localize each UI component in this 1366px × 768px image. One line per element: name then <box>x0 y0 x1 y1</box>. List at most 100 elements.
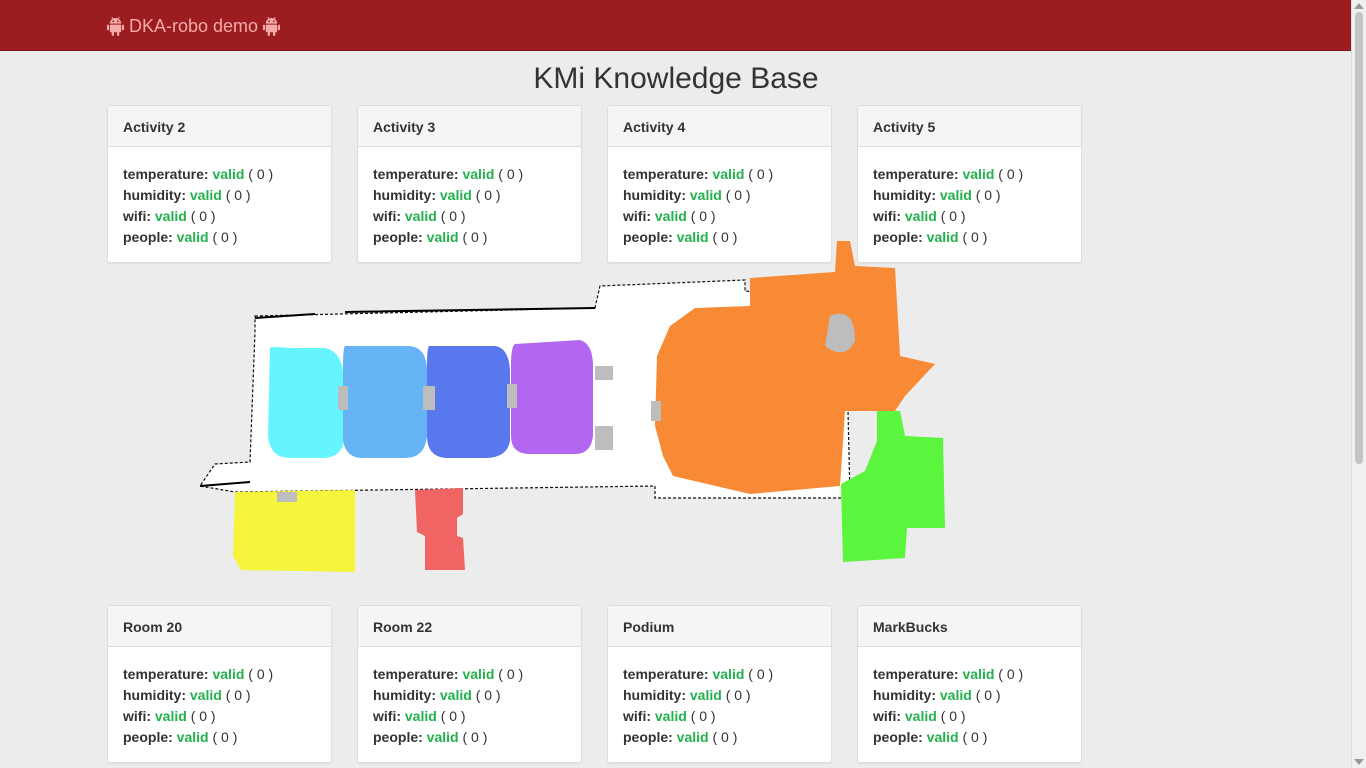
sensor-status: valid <box>404 708 437 724</box>
sensor-row: temperature: valid ( 0 ) <box>623 664 816 685</box>
sensor-row: humidity: valid ( 0 ) <box>623 685 816 706</box>
sensor-row: temperature: valid ( 0 ) <box>373 164 566 185</box>
map-room-activity-4[interactable] <box>427 346 510 458</box>
sensor-status: valid <box>462 666 495 682</box>
sensor-row: humidity: valid ( 0 ) <box>123 685 316 706</box>
map-room-activity-5[interactable] <box>511 340 593 454</box>
sensor-label: wifi: <box>623 708 651 724</box>
sensor-row: temperature: valid ( 0 ) <box>623 164 816 185</box>
sensor-label: people: <box>873 729 923 745</box>
sensor-count: ( 0 ) <box>462 729 488 745</box>
sensor-row: humidity: valid ( 0 ) <box>373 185 566 206</box>
map-room-activity-2[interactable] <box>268 347 345 458</box>
sensor-status: valid <box>426 729 459 745</box>
sensor-label: temperature: <box>623 166 709 182</box>
sensor-status: valid <box>654 708 687 724</box>
page-title: KMi Knowledge Base <box>533 62 819 95</box>
card-body: temperature: valid ( 0 )humidity: valid … <box>608 647 831 748</box>
sensor-row: temperature: valid ( 0 ) <box>123 664 316 685</box>
map-room-markbucks[interactable] <box>841 411 945 562</box>
sensor-count: ( 0 ) <box>498 666 524 682</box>
sensor-count: ( 0 ) <box>690 208 716 224</box>
card-body: temperature: valid ( 0 )humidity: valid … <box>358 147 581 248</box>
map-room-22[interactable] <box>415 488 465 570</box>
sensor-label: people: <box>123 229 173 245</box>
sensor-label: wifi: <box>123 208 151 224</box>
sensor-status: valid <box>189 187 222 203</box>
sensor-count: ( 0 ) <box>998 666 1024 682</box>
sensor-row: humidity: valid ( 0 ) <box>873 185 1066 206</box>
android-icon <box>106 16 125 36</box>
brand-link[interactable]: DKA-robo demo <box>106 16 281 37</box>
sensor-row: wifi: valid ( 0 ) <box>873 706 1066 727</box>
card-body: temperature: valid ( 0 )humidity: valid … <box>108 147 331 248</box>
sensor-status: valid <box>926 229 959 245</box>
card-body: temperature: valid ( 0 )humidity: valid … <box>108 647 331 748</box>
map-room-podium[interactable] <box>655 241 935 494</box>
sensor-label: wifi: <box>373 208 401 224</box>
card-title: Room 20 <box>108 606 331 647</box>
sensor-row: wifi: valid ( 0 ) <box>623 206 816 227</box>
sensor-status: valid <box>676 229 709 245</box>
scroll-down-icon[interactable] <box>1354 759 1364 765</box>
sensor-label: temperature: <box>873 666 959 682</box>
sensor-label: humidity: <box>873 187 936 203</box>
sensor-status: valid <box>212 666 245 682</box>
sensor-status: valid <box>926 729 959 745</box>
map-room-20[interactable] <box>233 490 355 572</box>
sensor-count: ( 0 ) <box>248 666 274 682</box>
sensor-row: people: valid ( 0 ) <box>623 227 816 248</box>
sensor-count: ( 0 ) <box>962 729 988 745</box>
sensor-label: humidity: <box>623 687 686 703</box>
sensor-row: temperature: valid ( 0 ) <box>873 664 1066 685</box>
sensor-label: humidity: <box>123 187 186 203</box>
sensor-status: valid <box>904 208 937 224</box>
sensor-status: valid <box>689 187 722 203</box>
sensor-label: wifi: <box>373 708 401 724</box>
card-title: Room 22 <box>358 606 581 647</box>
sensor-status: valid <box>654 208 687 224</box>
sensor-row: wifi: valid ( 0 ) <box>873 206 1066 227</box>
sensor-status: valid <box>939 187 972 203</box>
sensor-status: valid <box>154 208 187 224</box>
map-room-activity-3[interactable] <box>343 346 427 458</box>
sensor-row: people: valid ( 0 ) <box>373 227 566 248</box>
card-body: temperature: valid ( 0 )humidity: valid … <box>608 147 831 248</box>
sensor-row: humidity: valid ( 0 ) <box>873 685 1066 706</box>
sensor-count: ( 0 ) <box>462 229 488 245</box>
sensor-row: wifi: valid ( 0 ) <box>123 206 316 227</box>
sensor-count: ( 0 ) <box>440 208 466 224</box>
scroll-up-icon[interactable] <box>1354 3 1364 9</box>
sensor-count: ( 0 ) <box>975 187 1001 203</box>
sensor-row: wifi: valid ( 0 ) <box>623 706 816 727</box>
sensor-row: temperature: valid ( 0 ) <box>873 164 1066 185</box>
sensor-status: valid <box>154 708 187 724</box>
sensor-row: wifi: valid ( 0 ) <box>373 206 566 227</box>
sensor-count: ( 0 ) <box>475 187 501 203</box>
sensor-status: valid <box>439 187 472 203</box>
floor-map[interactable] <box>195 236 955 580</box>
navbar: DKA-robo demo <box>0 0 1352 51</box>
sensor-row: humidity: valid ( 0 ) <box>373 685 566 706</box>
sensor-label: temperature: <box>123 166 209 182</box>
sensor-status: valid <box>962 166 995 182</box>
sensor-label: temperature: <box>873 166 959 182</box>
card-title: MarkBucks <box>858 606 1081 647</box>
sensor-count: ( 0 ) <box>212 229 238 245</box>
sensor-row: people: valid ( 0 ) <box>123 727 316 748</box>
sensor-count: ( 0 ) <box>225 187 251 203</box>
card-body: temperature: valid ( 0 )humidity: valid … <box>858 647 1081 748</box>
page-scrollbar[interactable] <box>1351 0 1366 768</box>
sensor-label: humidity: <box>123 687 186 703</box>
sensor-count: ( 0 ) <box>725 687 751 703</box>
sensor-count: ( 0 ) <box>690 708 716 724</box>
scroll-thumb[interactable] <box>1355 12 1363 464</box>
sensor-row: wifi: valid ( 0 ) <box>373 706 566 727</box>
card-body: temperature: valid ( 0 )humidity: valid … <box>358 647 581 748</box>
